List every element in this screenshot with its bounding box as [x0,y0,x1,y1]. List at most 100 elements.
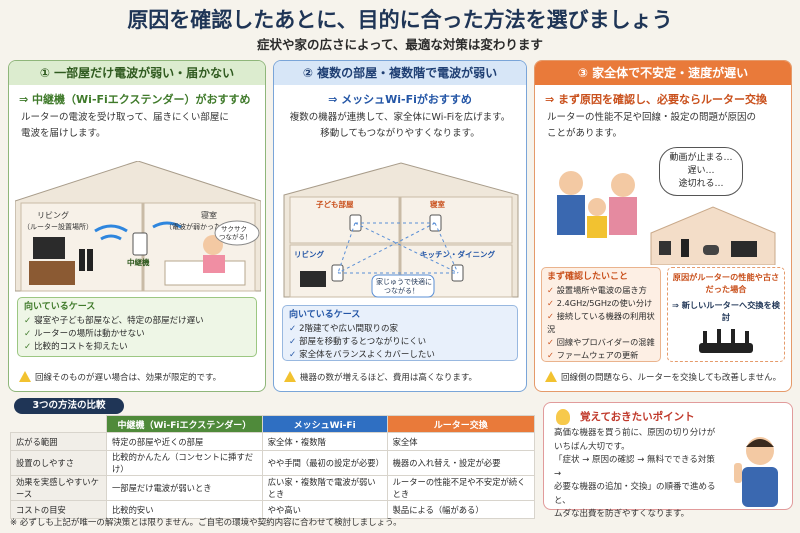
mesh-house-illustration: 子ども部屋 寝室 リビング キッチン・ダイニング 家じゅうで快適に つながる！ [283,162,519,298]
table-cell: 家全体 [386,432,536,451]
comparison-table: 中継機（Wi-Fiエクステンダー） メッシュWi-Fi ルーター交換 広がる範囲… [10,415,536,519]
table-cell: 製品による（幅がある） [386,500,536,519]
table-cell: 比較的かんたん（コンセントに挿すだけ） [106,450,263,476]
router-desc-2: ことがあります。 [547,128,623,139]
svg-text:つながる！: つながる！ [384,286,419,295]
thought-line: 動画が止まる… [669,153,733,163]
router-cause-box: 原因がルーターの性能や古さだった場合 ⇒ 新しいルーターへ交換を検討 [667,267,785,362]
thought-line: 途切れる… [678,179,724,189]
comparison-title: 3つの方法の比較 [14,398,124,414]
table-cell: やや高い [261,500,388,519]
list-item: 設置場所や電波の届き方 [547,284,655,297]
list-item: 比較的コストを抑えたい [24,341,250,354]
router-recommendation: ⇒ まず原因を確認し、必要ならルーター交換 [545,93,768,106]
mesh-note: 機器の数が増えるほど、費用は高くなります。 [284,371,520,383]
table-row: 設置のしやすさ 比較的かんたん（コンセントに挿すだけ） やや手間（最初の設定が必… [10,450,536,476]
repeater-suitable-cases: 向いているケース 寝室や子ども部屋など、特定の部屋だけ遅い ルーターの場所は動か… [17,297,257,357]
repeater-house-illustration: リビング （ルーター設置場所） 寝室 （電波が弱かった部屋） 中継機 サクサク … [15,161,261,292]
table-cell: 比較的安い [106,500,263,519]
router-card: ③ 家全体で不安定・速度が遅い ⇒ まず原因を確認し、必要ならルーター交換 ルー… [534,60,792,392]
warning-icon [545,371,557,382]
table-row: コストの目安 比較的安い やや高い 製品による（幅がある） [10,500,536,519]
thought-line: 遅い… [687,166,715,176]
lightbulb-icon [556,409,570,425]
key-point-box: 覚えておきたいポイント 高価な機器を買う前に、原因の切り分けが いちばん大切です… [543,402,793,519]
table-cell: 広い家・複数階で電波が弱いとき [261,475,388,501]
list-item: ファームウェアの更新 [547,349,655,362]
router-icon [699,329,753,353]
col-header-router: ルーター交換 [386,415,536,433]
cause-result: ⇒ 新しいルーターへ交換を検討 [672,300,780,322]
table-cell: ルーターの性能不足や不安定が続くとき [386,475,536,501]
svg-text:つながる！: つながる！ [219,232,252,241]
room-sub-living: （ルーター設置場所） [23,222,93,231]
svg-text:サクサク: サクサク [221,225,247,233]
mesh-cases-title: 向いているケース [289,310,361,320]
table-cell: 一部屋だけ電波が弱いとき [106,475,263,501]
mesh-card-header: ② 複数の部屋・複数階で電波が弱い [274,61,526,85]
mesh-recommendation: ⇒ メッシュWi-Fiがおすすめ [328,93,472,106]
list-item: 2階建てや広い間取りの家 [289,323,511,336]
key-point-line: 高価な機器を買う前に、原因の切り分けが [554,428,716,438]
router-note: 回線側の問題なら、ルーターを交換しても改善しません。 [545,371,785,383]
mesh-note-text: 機器の数が増えるほど、費用は高くなります。 [300,373,477,383]
footnote: ※ 必ずしも上記が唯一の解決策とは限りません。ご自宅の環境や契約内容に合わせて検… [10,518,402,528]
table-cell: やや手間（最初の設定が必要） [261,450,388,476]
router-card-header: ③ 家全体で不安定・速度が遅い [535,61,791,85]
list-item: 回線やプロバイダーの混雑 [547,336,655,349]
warning-icon [284,371,296,382]
row-label: コストの目安 [10,500,107,519]
room-label-living: リビング [37,210,69,220]
svg-text:家じゅうで快適に: 家じゅうで快適に [376,277,432,286]
list-item: 寝室や子ども部屋など、特定の部屋だけ遅い [24,315,250,328]
table-corner [11,416,107,433]
mesh-desc-1: 複数の機器が連携して、家全体にWi-Fiを広げます。 [289,112,511,123]
check-list-box: まず確認したいこと 設置場所や電波の届き方 2.4GHz/5GHzの使い分け 接… [541,267,661,362]
repeater-note: 回線そのものが遅い場合は、効果が限定的です。 [19,371,259,383]
col-header-repeater: 中継機（Wi-Fiエクステンダー） [106,415,263,433]
check-title: まず確認したいこと [547,272,629,282]
repeater-card-header: ① 一部屋だけ電波が弱い・届かない [9,61,265,85]
mesh-room-living: リビング [294,249,324,259]
key-point-text: 高価な機器を買う前に、原因の切り分けが いちばん大切です。 「症状 → 原因の確… [554,427,724,522]
router-family-illustration [557,171,776,265]
key-point-line: 「症状 → 原因の確認 → 無料でできる対策 → [554,455,715,479]
mesh-desc-2: 移動してもつながりやすくなります。 [320,128,480,139]
repeater-card: ① 一部屋だけ電波が弱い・届かない ⇒ 中継機（Wi-Fiエクステンダー）がおす… [8,60,266,392]
row-label: 広がる範囲 [10,432,107,451]
list-item: 家全体をバランスよくカバーしたい [289,349,511,362]
key-point-title: 覚えておきたいポイント [580,411,695,423]
row-label: 設置のしやすさ [10,450,107,476]
presenter-illustration [734,437,778,507]
repeater-label: 中継機 [127,257,150,267]
mesh-room-kitchen: キッチン・ダイニング [420,249,495,259]
router-desc-1: ルーターの性能不足や回線・設定の問題が原因の [547,112,757,123]
repeater-desc-1: ルーターの電波を受け取って、届きにくい部屋に [21,112,229,123]
key-point-line: 必要な機器の追加・交換」の順番で進めると、 [554,482,716,506]
page-subtitle: 症状や家の広さによって、最適な対策は変わります [257,37,543,52]
repeater-note-text: 回線そのものが遅い場合は、効果が限定的です。 [35,373,222,383]
mesh-suitable-cases: 向いているケース 2階建てや広い間取りの家 部屋を移動するとつながりにくい 家全… [282,305,518,361]
table-row: 効果を実感しやすいケース 一部屋だけ電波が弱いとき 広い家・複数階で電波が弱いと… [10,475,536,501]
list-item: 部屋を移動するとつながりにくい [289,336,511,349]
thought-bubble: 動画が止まる… 遅い… 途切れる… [659,147,743,196]
list-item: ルーターの場所は動かせない [24,328,250,341]
row-label: 効果を実感しやすいケース [10,475,107,501]
key-point-line: いちばん大切です。 [554,441,630,452]
list-item: 2.4GHz/5GHzの使い分け [547,297,655,310]
table-header-row: 中継機（Wi-Fiエクステンダー） メッシュWi-Fi ルーター交換 [11,415,536,433]
router-note-text: 回線側の問題なら、ルーターを交換しても改善しません。 [561,373,782,383]
warning-icon [19,371,31,382]
mesh-room-bedroom: 寝室 [430,199,445,209]
mesh-room-kids: 子ども部屋 [316,199,354,209]
col-header-mesh: メッシュWi-Fi [261,415,388,433]
repeater-recommendation: ⇒ 中継機（Wi-Fiエクステンダー）がおすすめ [19,93,251,106]
cause-title: 原因がルーターの性能や古さだった場合 [672,272,780,294]
room-sub-bedroom: （電波が弱かった部屋） [165,222,242,231]
repeater-desc-2: 電波を届けします。 [21,128,106,139]
key-point-line: ムダな出費を防ぎやすくなります。 [554,509,690,519]
table-row: 広がる範囲 特定の部屋や近くの部屋 家全体・複数階 家全体 [10,432,536,451]
table-cell: 機器の入れ替え・設定が必要 [386,450,536,476]
list-item: 接続している機器の利用状況 [547,310,655,336]
mesh-card: ② 複数の部屋・複数階で電波が弱い ⇒ メッシュWi-Fiがおすすめ 複数の機器… [273,60,527,392]
